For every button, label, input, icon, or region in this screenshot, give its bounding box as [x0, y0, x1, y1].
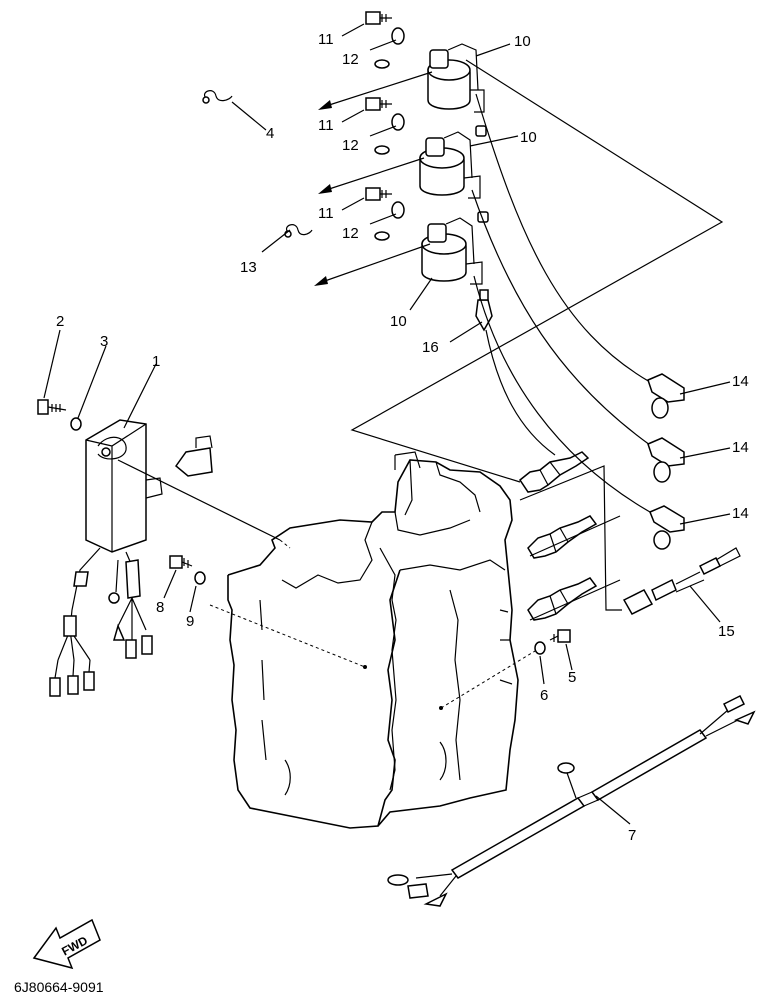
engine-block: [209, 451, 541, 829]
callout-14: 14: [732, 373, 749, 390]
plug-cap-2: [647, 437, 685, 483]
callout-11: 11: [318, 117, 334, 134]
callout-10: 10: [390, 313, 407, 330]
spark-plug-3: [527, 577, 598, 621]
callout-16: 16: [422, 339, 439, 356]
spark-plug-2: [527, 515, 598, 559]
callout-15: 15: [718, 623, 735, 640]
ignition-coil-bottom: [421, 217, 483, 285]
callout-11: 11: [318, 31, 334, 48]
cdi-unit: [85, 419, 291, 553]
assembly-frame-lines: [350, 59, 724, 621]
bolt-5: [534, 629, 571, 655]
callout-2: 2: [56, 313, 64, 330]
fwd-arrow-icon: FWD: [32, 918, 101, 970]
callout-labels: 11 12 10 4 11 12 10 11 12 13 10 16 2 3 1…: [56, 31, 749, 844]
wire-harness-7: [387, 694, 756, 907]
bolt-8: [169, 555, 206, 585]
coil-bolts: [365, 11, 405, 241]
coil-arrows: [314, 71, 433, 286]
callout-3: 3: [100, 333, 108, 350]
plug-cap-1: [647, 373, 685, 419]
leader-lines: [43, 23, 731, 825]
plug-cap-3: [649, 505, 685, 550]
callout-7: 7: [628, 827, 636, 844]
cdi-wiring: [49, 547, 153, 697]
spark-plug-1: [518, 451, 590, 493]
callout-9: 9: [186, 613, 194, 630]
ignition-coil-middle: [419, 131, 481, 199]
coil-tubes: [475, 125, 493, 332]
callout-13: 13: [240, 259, 257, 276]
callout-11: 11: [318, 205, 334, 222]
callout-1: 1: [152, 353, 160, 370]
diagram-code: 6J80664-9091: [14, 979, 104, 995]
callout-10: 10: [514, 33, 531, 50]
callout-12: 12: [342, 137, 359, 154]
callout-14: 14: [732, 505, 749, 522]
callout-14: 14: [732, 439, 749, 456]
callout-10: 10: [520, 129, 537, 146]
callout-5: 5: [568, 669, 576, 686]
sensor-15: [622, 547, 741, 615]
callout-8: 8: [156, 599, 164, 616]
callout-12: 12: [342, 225, 359, 242]
callout-12: 12: [342, 51, 359, 68]
clip-4: [202, 90, 233, 104]
callout-6: 6: [540, 687, 548, 704]
high-tension-leads: [471, 93, 651, 513]
bolt-2: [37, 399, 82, 431]
ignition-coil-top: [427, 43, 485, 113]
callout-4: 4: [266, 125, 274, 142]
